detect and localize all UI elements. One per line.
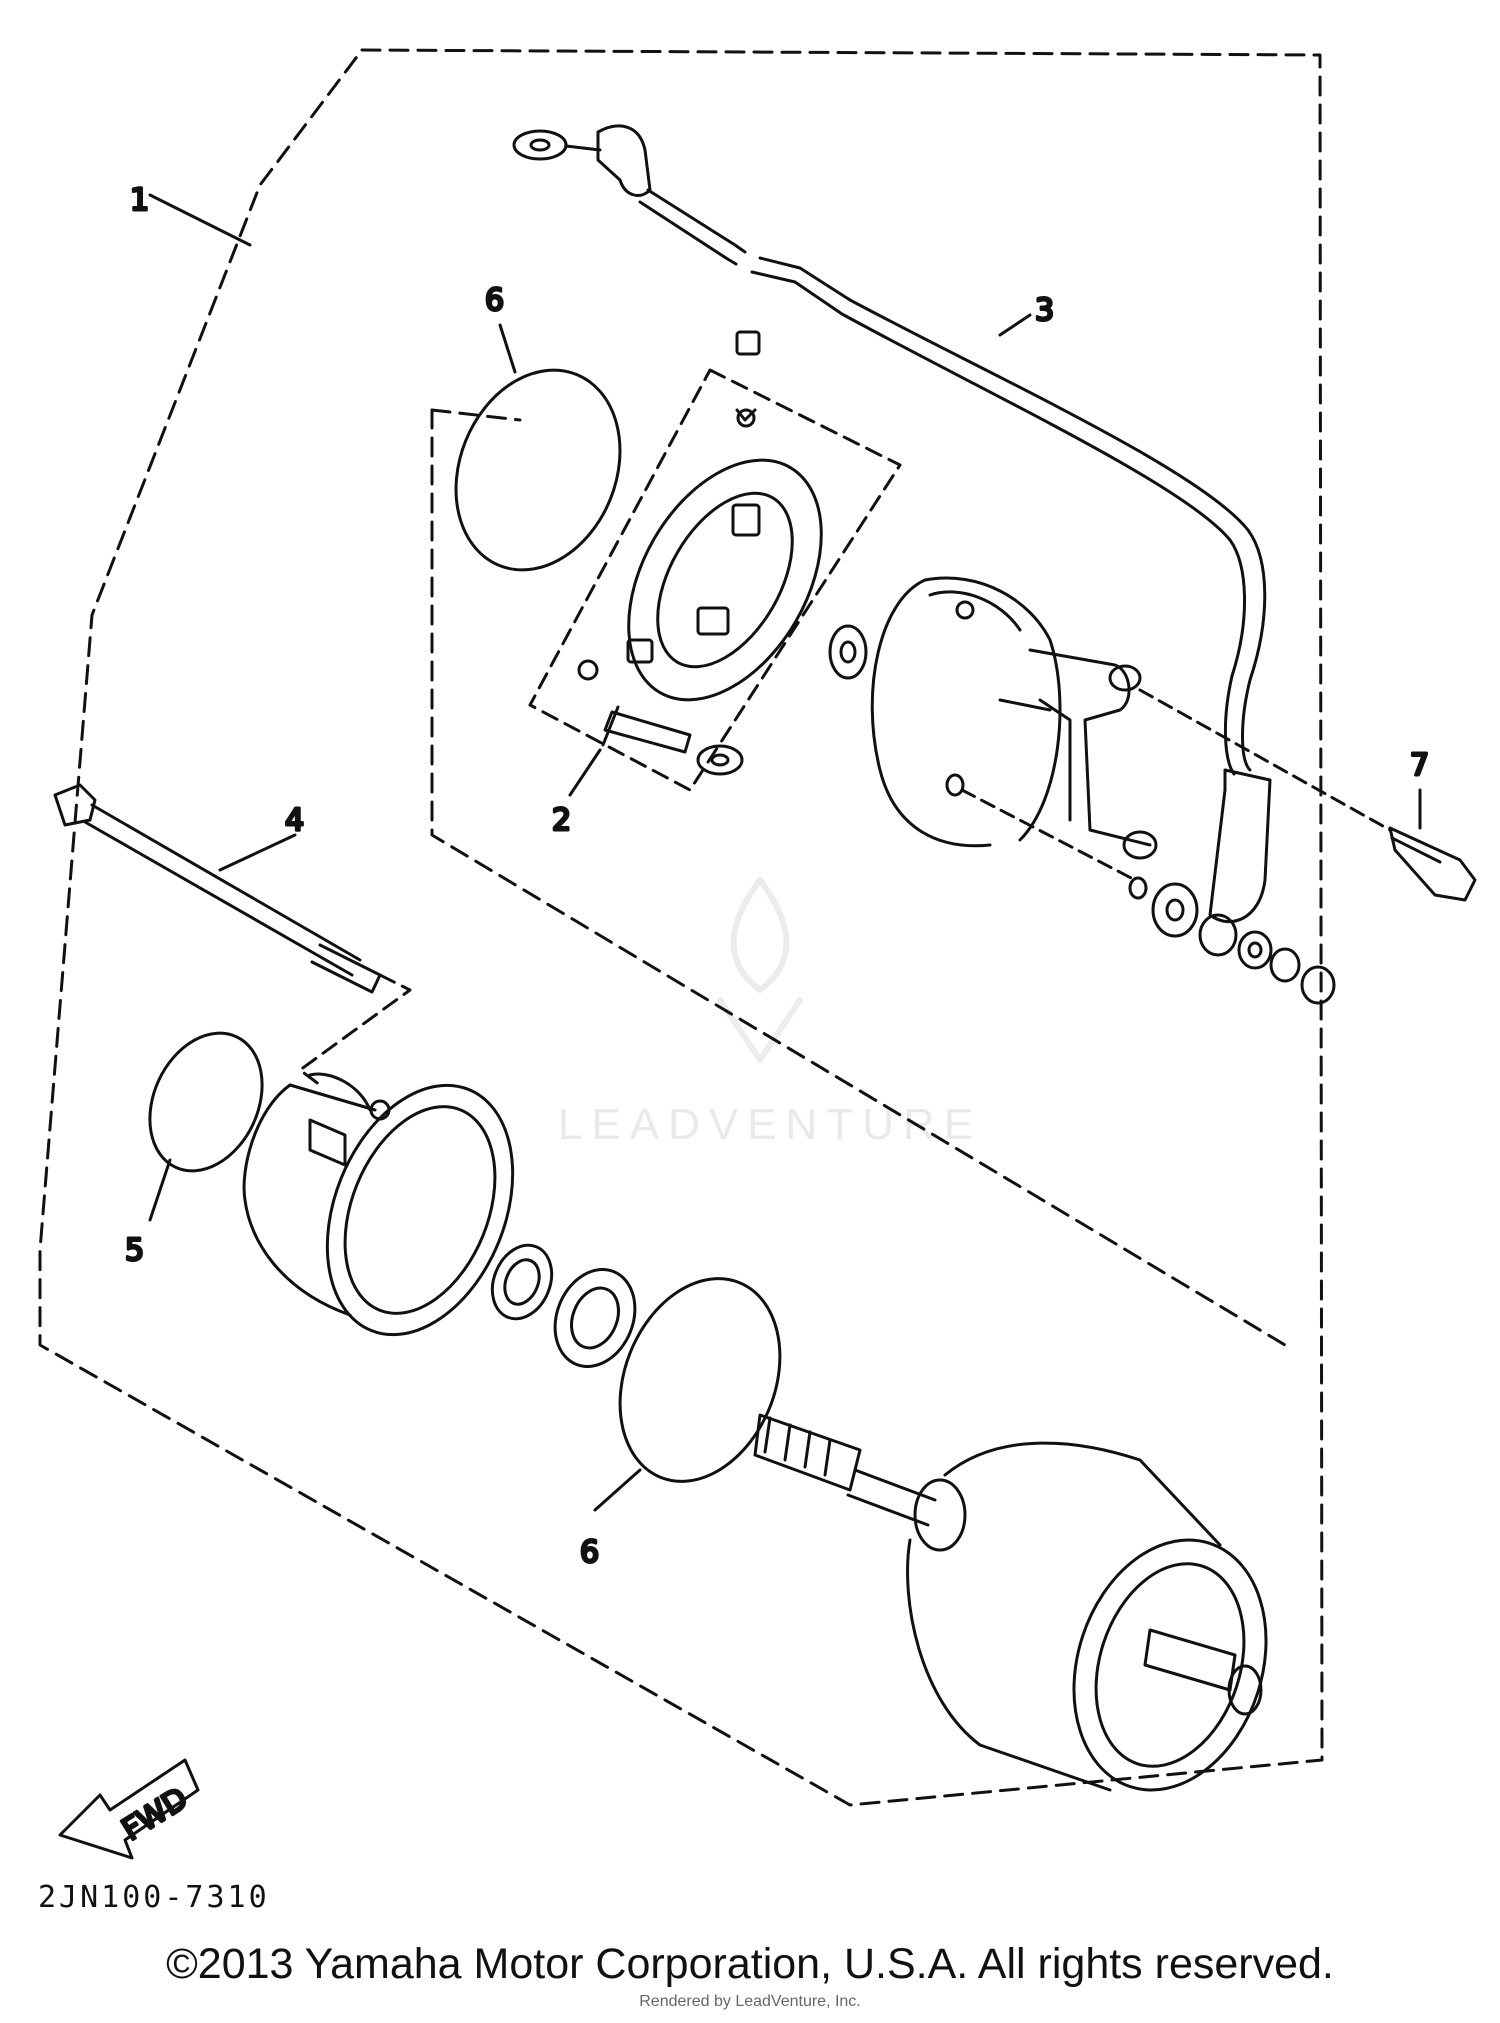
leader-2: [568, 748, 602, 797]
leader-1: [148, 193, 252, 247]
leader-5: [148, 1158, 172, 1222]
bearing: [553, 1268, 637, 1368]
callout-7: 7: [1410, 748, 1429, 783]
callout-4: 4: [285, 803, 304, 838]
inner-outline: [430, 408, 1287, 1347]
o-ring-5: [148, 1031, 264, 1173]
watermark: LEADVENTURE: [557, 1100, 983, 1149]
callout-6-top: 6: [485, 283, 504, 318]
motor-yoke: [753, 1413, 1268, 1792]
fwd-arrow: [58, 1758, 200, 1860]
part-code: 2JN100-7310: [38, 1880, 270, 1915]
assembly-outline-1: [38, 48, 1324, 1807]
leader-3: [998, 313, 1032, 337]
oil-seal: [490, 1243, 554, 1321]
rear-cover: [870, 576, 1392, 882]
callout-1: 1: [130, 183, 149, 218]
o-ring-bottom: [618, 1277, 782, 1483]
brush-holder-outline: [528, 368, 902, 792]
leader-6-top: [498, 323, 517, 374]
terminal-nuts-washers: [1128, 876, 1336, 1005]
bolt-path-outline: [298, 973, 412, 1087]
inner-outline-top: [430, 408, 522, 422]
fwd-label: FWD: [116, 1781, 194, 1848]
bolt-7: [1388, 826, 1477, 902]
callout-2: 2: [552, 803, 571, 838]
copyright-notice: ©2013 Yamaha Motor Corporation, U.S.A. A…: [166, 1940, 1334, 1988]
front-cover: [242, 1072, 515, 1337]
through-bolt-4: [53, 783, 382, 994]
rendered-by-note: Rendered by LeadVenture, Inc.: [639, 1993, 861, 2010]
o-ring-top: [454, 368, 622, 572]
callout-6-bottom: 6: [580, 1535, 599, 1570]
leader-4: [218, 833, 297, 872]
callout-3: 3: [1035, 293, 1054, 328]
lead-wire: [512, 124, 1272, 924]
callout-5: 5: [125, 1233, 144, 1268]
leader-6-bottom: [593, 1468, 642, 1512]
watermark-logo: [717, 877, 803, 1063]
brush-holder: [577, 330, 823, 776]
washer: [828, 624, 868, 680]
